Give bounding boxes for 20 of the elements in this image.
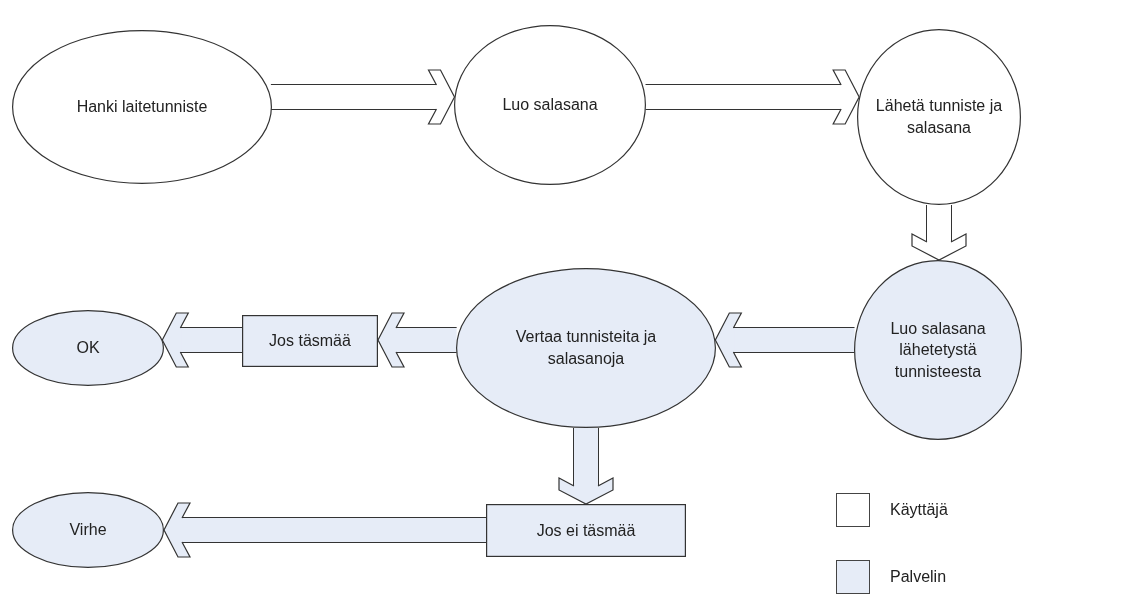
legend-label: Palvelin (890, 568, 947, 586)
node-label: OK (76, 338, 100, 359)
process-ellipse (857, 29, 1021, 205)
process-ellipse (12, 492, 164, 568)
process-ellipse (854, 260, 1022, 440)
node-label: Luo salasana (502, 95, 598, 116)
node-label: Luo salasana lähetetystä tunnisteesta (889, 318, 987, 382)
node-label: Jos ei täsmää (536, 520, 636, 541)
process-ellipse (12, 310, 164, 386)
node-label: Virhe (69, 520, 107, 541)
node-label: Lähetä tunniste ja salasana (874, 96, 1004, 138)
process-ellipse (12, 30, 272, 184)
legend-label: Käyttäjä (890, 501, 948, 519)
process-box (486, 504, 686, 557)
process-box (242, 315, 378, 367)
node-label: Hanki laitetunniste (76, 97, 208, 118)
node-label: Jos täsmää (269, 331, 351, 352)
node-label: Vertaa tunnisteita ja salasanoja (514, 327, 658, 369)
process-ellipse (456, 268, 716, 428)
process-ellipse (454, 25, 646, 185)
